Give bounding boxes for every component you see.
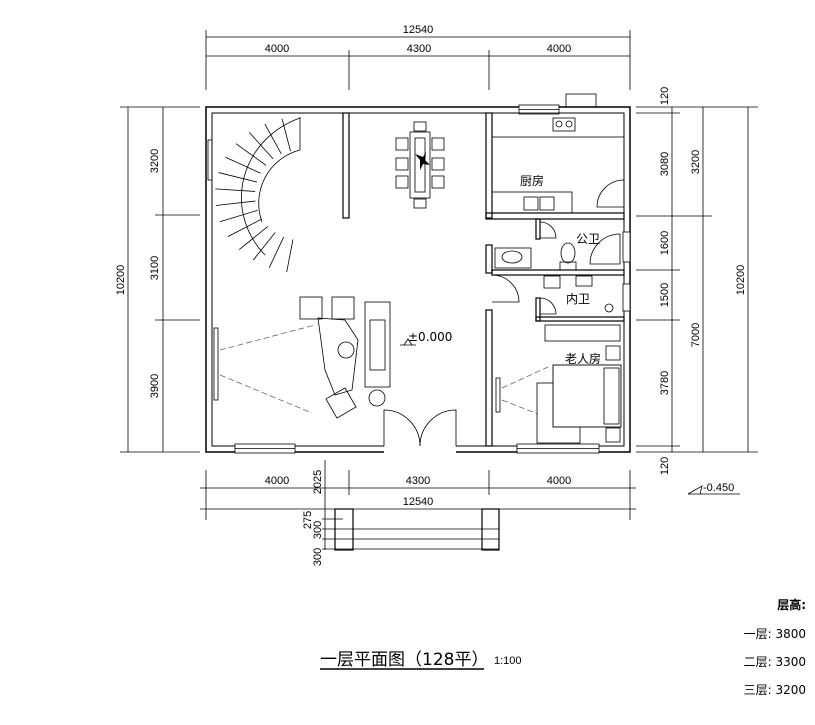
stair-tread: [248, 132, 274, 160]
dining-table: [395, 121, 445, 209]
dim-right-mid-2: 7000: [690, 323, 702, 347]
room-label-inner-bath: 内卫: [566, 292, 590, 306]
stair-tread: [238, 226, 269, 250]
dim-left-1: 3200: [149, 149, 161, 173]
porch-steps: [322, 508, 500, 551]
dim-left-total: 10200: [115, 265, 127, 296]
room-label-public-bath: 公卫: [576, 232, 600, 246]
doors: [383, 179, 625, 447]
stair-tread: [264, 123, 282, 155]
stair-tread: [268, 236, 285, 268]
bottom-dimensions: 4000 4300 4000 12540 2025 275 300 300: [200, 460, 636, 566]
drawing-title: 一层平面图（128平）: [320, 650, 488, 670]
dim-right-5: 3780: [659, 371, 671, 395]
dim-right-2: 3080: [659, 152, 671, 176]
dim-right-1: 120: [659, 87, 671, 105]
bathrooms: 公卫 内卫: [494, 232, 614, 313]
floor-heights-heading: 层高:: [777, 597, 806, 612]
dim-porch-1: 2025: [312, 470, 324, 494]
dim-left-2: 3100: [149, 256, 161, 280]
stair-tread: [219, 209, 258, 222]
stair-tread: [227, 218, 263, 237]
elevation-outside: -0.450: [703, 482, 734, 494]
spiral-staircase: [207, 117, 301, 273]
left-dimensions: 10200 3200 3100 3900: [115, 106, 200, 453]
elder-bedroom: 老人房: [495, 324, 622, 444]
dim-top-total: 12540: [403, 24, 434, 36]
stair-tread: [225, 156, 261, 174]
drawing-scale: 1:100: [494, 655, 522, 667]
dim-top-1: 4000: [265, 43, 289, 55]
dim-right-mid-1: 3200: [690, 150, 702, 174]
floor-heights: 层高: 一层: 3800 二层: 3300 三层: 3200: [744, 597, 806, 697]
stair-tread: [218, 172, 257, 183]
dim-right-6: 120: [659, 457, 671, 475]
dim-left-3: 3900: [149, 374, 161, 398]
floor-height-2: 二层: 3300: [744, 655, 806, 669]
dim-right-total: 10200: [735, 265, 747, 296]
dim-top-3: 4000: [547, 43, 571, 55]
stair-tread: [252, 232, 276, 261]
stair-tread: [215, 200, 256, 206]
stair-tread: [281, 118, 291, 152]
dim-bottom-1: 4000: [265, 475, 289, 487]
stair-tread: [235, 143, 267, 166]
dim-porch-4: 300: [312, 548, 324, 566]
dim-right-4: 1500: [659, 283, 671, 307]
dim-bottom-3: 4000: [547, 475, 571, 487]
dim-top-2: 4300: [407, 43, 431, 55]
top-dimensions: 12540 4000 4300 4000: [205, 24, 631, 90]
right-dimensions: 120 3080 1600 1500 3780 120 3200 7000 10…: [636, 87, 758, 475]
elevation-main: ±0.000: [408, 330, 452, 344]
walls: [205, 93, 631, 454]
stair-tread: [286, 239, 294, 273]
kitchen: 厨房: [491, 112, 625, 214]
dim-right-3: 1600: [659, 231, 671, 255]
floor-height-1: 一层: 3800: [744, 627, 806, 641]
outside-elevation: -0.450: [687, 482, 740, 495]
dim-porch-3: 300: [312, 521, 324, 539]
dim-bottom-2: 4300: [406, 475, 430, 487]
floor-height-3: 三层: 3200: [744, 683, 806, 697]
living-room-furniture: ±0.000: [213, 296, 452, 419]
dim-porch-2: 275: [302, 511, 314, 529]
dim-bottom-total: 12540: [403, 496, 434, 508]
room-label-elder-room: 老人房: [565, 351, 601, 366]
room-label-kitchen: 厨房: [520, 173, 544, 188]
stair-tread: [215, 188, 256, 192]
